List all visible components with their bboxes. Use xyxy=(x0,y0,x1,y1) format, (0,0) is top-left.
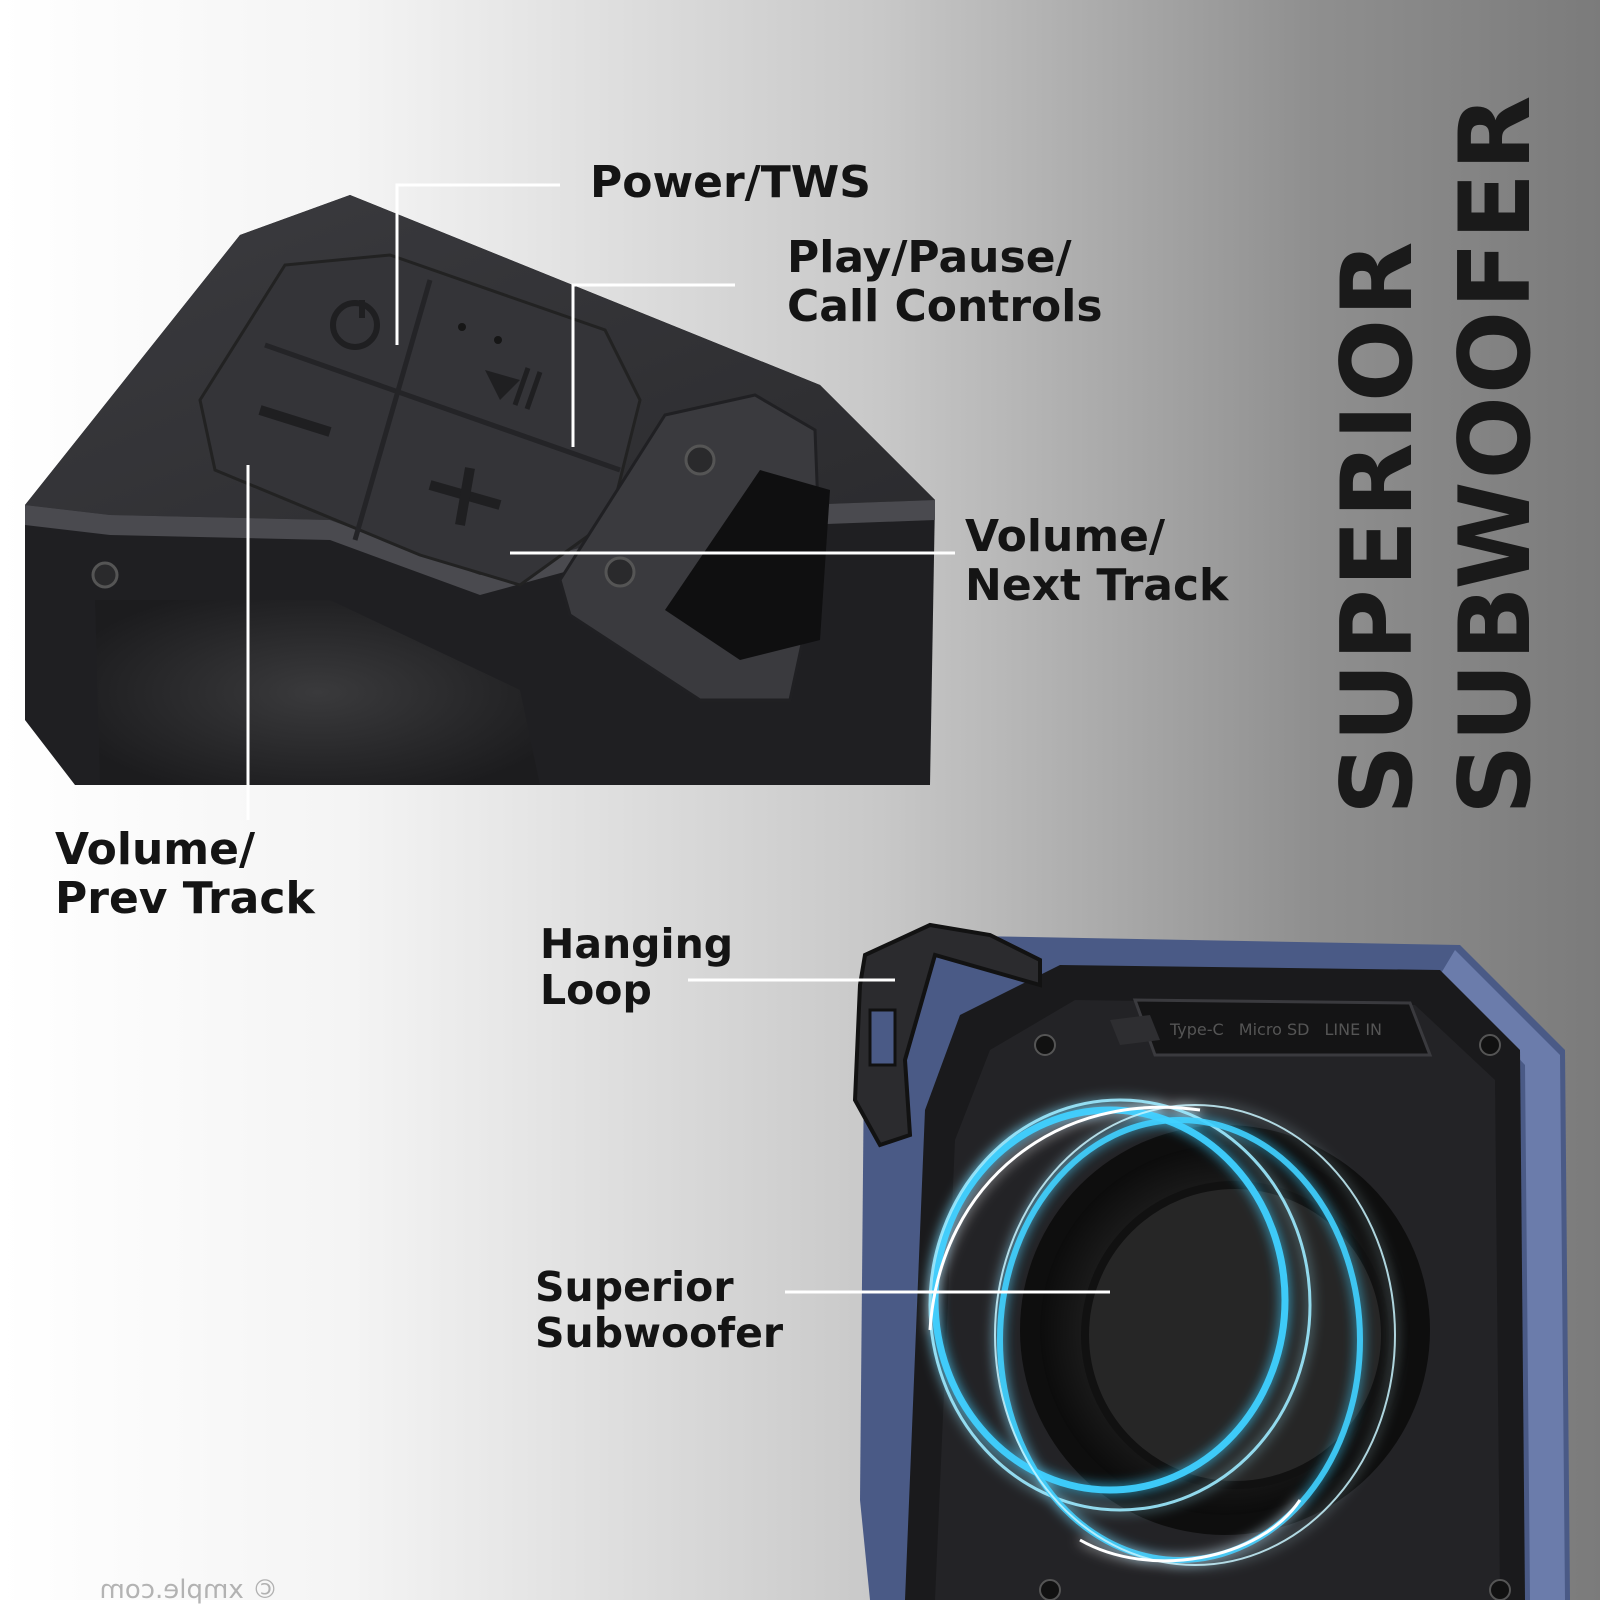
hanging-loop xyxy=(852,922,1042,1148)
screw-icon xyxy=(684,444,716,476)
screw-icon xyxy=(1034,1034,1056,1056)
plus-icon xyxy=(428,467,502,526)
callout-volume-next-line2: Next Track xyxy=(965,560,1229,612)
subwoofer-cone xyxy=(1020,1125,1430,1535)
callout-hanging-loop: Hanging Loop xyxy=(540,920,734,1014)
callout-power-text: Power/TWS xyxy=(590,157,871,208)
top-speaker xyxy=(25,195,935,785)
callout-power: Power/TWS xyxy=(590,157,871,208)
glow-rings xyxy=(928,1098,1396,1566)
screw-icon xyxy=(1479,1034,1501,1056)
screw-icon xyxy=(604,556,636,588)
callout-play-line1: Play/Pause/ xyxy=(787,232,1072,283)
callout-volume-prev-line1: Volume/ xyxy=(55,824,256,875)
screw-icon xyxy=(91,561,119,589)
callout-subwoofer-line2: Subwoofer xyxy=(535,1308,784,1357)
headline-line2: SUBWOOFER xyxy=(1438,93,1553,815)
callout-volume-prev: Volume/ Prev Track xyxy=(55,825,315,924)
leader-line-power xyxy=(395,183,560,345)
screw-icon xyxy=(1489,1579,1511,1600)
port-labels: Type-C Micro SD LINE IN xyxy=(1170,1020,1392,1039)
headline: SUPERIOR SUBWOOFER xyxy=(1320,93,1555,815)
screw-icon xyxy=(1039,1579,1061,1600)
callout-play-pause: Play/Pause/ Call Controls xyxy=(787,233,1103,332)
leader-line-play xyxy=(571,283,735,447)
play-pause-icon xyxy=(485,367,543,410)
minus-icon xyxy=(258,405,332,437)
callout-hanging-line1: Hanging xyxy=(540,920,734,968)
callout-subwoofer-line1: Superior xyxy=(535,1263,734,1311)
callout-hanging-line2: Loop xyxy=(540,965,652,1014)
callout-subwoofer: Superior Subwoofer xyxy=(535,1263,784,1357)
callout-volume-prev-line2: Prev Track xyxy=(55,873,315,925)
port-micro-sd: Micro SD xyxy=(1238,1020,1310,1039)
headline-line1: SUPERIOR xyxy=(1321,239,1435,815)
callout-volume-next: Volume/ Next Track xyxy=(965,512,1228,611)
leader-lines xyxy=(246,183,1110,1294)
port-line-in: LINE IN xyxy=(1324,1020,1382,1039)
port-type-c: Type-C xyxy=(1170,1020,1224,1039)
power-icon xyxy=(330,300,380,350)
callout-play-line2: Call Controls xyxy=(787,281,1103,333)
watermark: © xmple.com xyxy=(99,1575,279,1605)
callout-volume-next-line1: Volume/ xyxy=(965,511,1166,562)
bottom-speaker xyxy=(852,922,1570,1600)
